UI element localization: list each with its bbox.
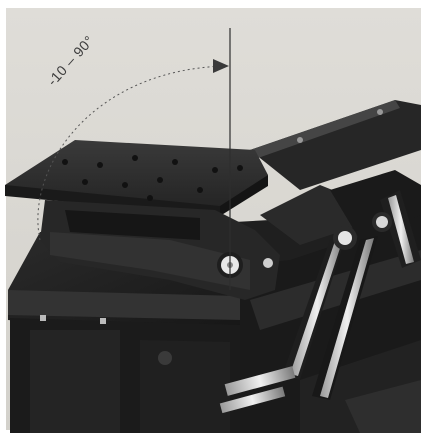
base-housing <box>8 232 260 433</box>
hydraulic-cylinders <box>219 190 421 414</box>
rear-frame <box>250 100 421 190</box>
rotation-arrow-icon <box>213 59 229 73</box>
rotation-arc <box>37 65 226 241</box>
plate-bracket <box>40 200 280 300</box>
